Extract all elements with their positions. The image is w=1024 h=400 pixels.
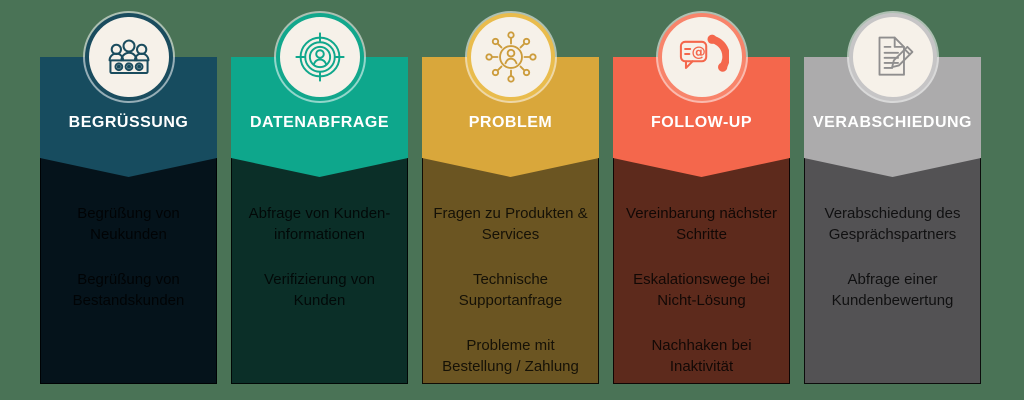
svg-text:@: @ [691, 45, 705, 61]
phase-item: Vereinbarung nächster Schritte [626, 205, 777, 243]
phase-icon [866, 30, 920, 84]
phase-item: Nachhaken bei Inaktivität [651, 337, 752, 375]
phase-icon [293, 30, 347, 84]
phase-card: VERABSCHIEDUNG Verabschiedung des Gesprä… [804, 13, 981, 384]
phase-card: FOLLOW-UP Vereinbarung nächster Schritte… [613, 13, 790, 384]
phase-icon-circle [466, 13, 555, 101]
phase-icon-circle: @ [657, 13, 746, 101]
phase-card: DATENABFRAGE Abfrage von Kunden-informat… [231, 13, 408, 384]
phase-item: Fragen zu Produkten & Services [433, 205, 588, 243]
phase-icon-circle [84, 13, 173, 101]
phase-item: Abfrage von Kunden-informationen [248, 205, 391, 243]
document-pencil-icon [878, 36, 913, 76]
phase-label: VERABSCHIEDUNG [812, 114, 972, 131]
phase-icon-circle [848, 13, 937, 101]
welcome-team-icon [108, 39, 149, 75]
phase-icon [102, 30, 156, 84]
phase-icon-circle [275, 13, 364, 101]
phase-item: Technische Supportanfrage [458, 271, 563, 309]
contact-phone-icon: @ [679, 34, 729, 72]
phase-header: FOLLOW-UP [613, 57, 790, 158]
phase-item: Begrüßung von Neukunden [77, 205, 180, 243]
phase-item: Begrüßung von Bestandskunden [72, 271, 185, 309]
phase-label: DATENABFRAGE [249, 114, 390, 131]
phase-item: Verifizierung von Kunden [264, 271, 375, 309]
phase-item: Probleme mit Bestellung / Zahlung [442, 337, 579, 375]
target-customer-icon [294, 32, 345, 82]
phase-icon: @ [675, 30, 729, 84]
phase-label: BEGRÜSSUNG [68, 114, 189, 131]
problem-network-icon [484, 31, 537, 83]
phase-icon [484, 30, 538, 84]
phase-item: Abfrage einer Kundenbewertung [831, 271, 954, 309]
phase-label: PROBLEM [468, 114, 553, 131]
phase-item: Eskalationswege bei Nicht-Lösung [633, 271, 770, 309]
phase-item: Verabschiedung des Gesprächspartners [824, 205, 961, 243]
phase-label: FOLLOW-UP [650, 114, 753, 131]
